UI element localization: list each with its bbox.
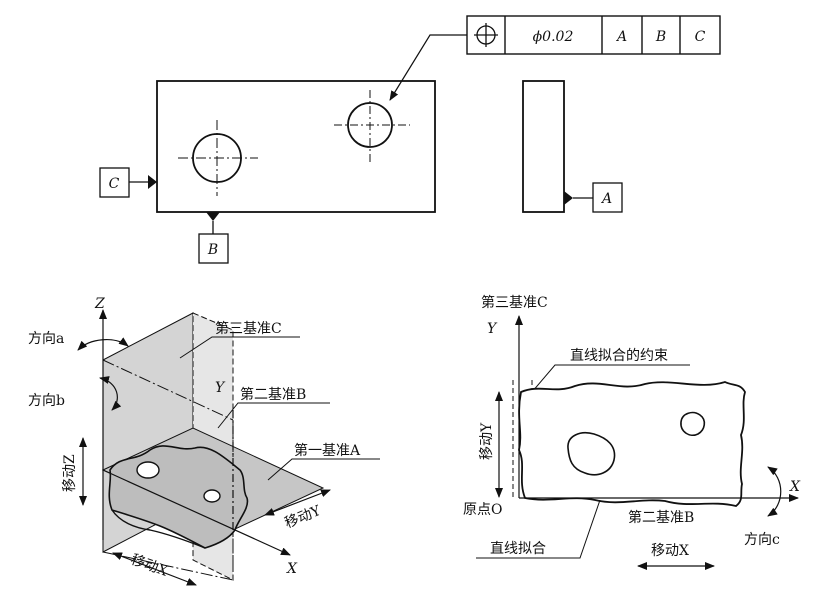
iso-third-datum-label: 第三基准C <box>215 320 282 337</box>
direction-b-arrow <box>99 376 122 411</box>
fcf-datum-b: B <box>655 29 666 45</box>
fcf-leader <box>389 34 467 101</box>
fcf-tolerance: ϕ0.02 <box>533 29 574 45</box>
side-view-plate <box>522 80 565 213</box>
plan-third-datum-label: 第三基准C <box>481 294 548 311</box>
iso-third-datum-leader <box>179 336 300 359</box>
move-y-arrow <box>264 489 331 516</box>
iso-axis-z-label: Z <box>94 296 105 312</box>
move-z-label: 移动Z <box>62 454 78 492</box>
move-x-label: 移动X <box>129 552 170 580</box>
large-hole <box>178 120 258 196</box>
datum-b-label: B <box>207 242 218 258</box>
line-fit-leader <box>476 499 601 559</box>
plan-axis-y-label: Y <box>487 321 498 337</box>
fcf-datum-a: A <box>615 29 627 45</box>
direction-c-arrow <box>767 466 782 517</box>
datum-c-marker <box>99 167 157 198</box>
iso-second-datum-leader <box>217 402 330 429</box>
line-fit-constraint-label: 直线拟合的约束 <box>570 347 668 364</box>
move-x-arrow <box>112 552 197 586</box>
plan-large-hole <box>567 432 616 476</box>
origin-label: 原点O <box>463 502 502 518</box>
iso-axis-x <box>102 469 291 556</box>
plan-part-body <box>518 381 746 507</box>
feature-control-frame <box>466 15 721 55</box>
iso-first-datum-label: 第一基准A <box>294 442 361 459</box>
datum-a-marker <box>564 182 623 213</box>
direction-b-label: 方向b <box>28 393 65 409</box>
iso-axis-y-label: Y <box>215 380 226 396</box>
iso-axis-x-label: X <box>286 561 298 577</box>
line-fit-label: 直线拟合 <box>490 540 546 557</box>
datum-c-label: C <box>109 176 120 192</box>
position-symbol-icon <box>474 23 498 47</box>
iso-second-datum-label: 第二基准B <box>240 386 306 403</box>
plan-axis-x-label: X <box>789 479 801 495</box>
plan-move-y-label: 移动Y <box>479 422 495 460</box>
line-fit-constraint-leader <box>531 364 690 393</box>
direction-a-label: 方向a <box>28 331 64 347</box>
plan-small-hole <box>680 411 706 437</box>
plan-second-datum-label: 第二基准B <box>628 509 694 526</box>
plan-move-x-label: 移动X <box>651 543 689 559</box>
datum-b-marker <box>198 212 229 264</box>
front-view-plate <box>156 80 436 213</box>
iso-first-datum-leader <box>267 458 380 481</box>
direction-c-label: 方向c <box>744 532 780 548</box>
direction-a-arrow <box>77 337 129 351</box>
fcf-datum-c: C <box>695 29 706 45</box>
datum-a-label: A <box>600 191 612 207</box>
small-hole <box>334 90 410 162</box>
move-y-label: 移动Y <box>283 503 324 532</box>
